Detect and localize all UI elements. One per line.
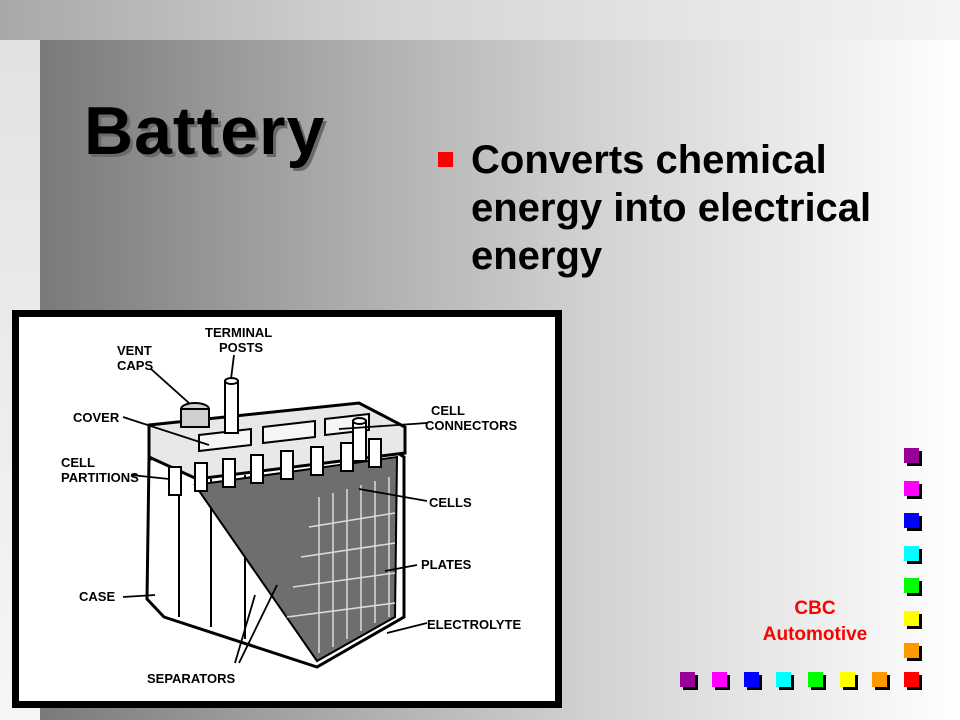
- brand-logo: CBC Automotive: [740, 596, 890, 648]
- decor-square: [776, 672, 791, 687]
- brand-line1: CBC: [794, 598, 836, 619]
- bullet-list: Converts chemical energy into electrical…: [438, 136, 918, 280]
- label-partitions-line2: PARTITIONS: [61, 470, 139, 485]
- label-vent-line2: CAPS: [117, 358, 153, 373]
- decor-square: [840, 672, 855, 687]
- leader-lines: [122, 354, 428, 664]
- label-case: CASE: [79, 589, 115, 604]
- bullet-text: Converts chemical energy into electrical…: [471, 138, 872, 278]
- label-cells: CELLS: [429, 495, 472, 510]
- label-vent-line1: VENT: [117, 343, 152, 358]
- decor-square: [744, 672, 759, 687]
- label-separators: SEPARATORS: [147, 671, 235, 686]
- label-electrolyte: ELECTROLYTE: [427, 617, 521, 632]
- label-partitions-line1: CELL: [61, 455, 95, 470]
- battery-diagram: TERMINAL POSTS VENT CAPS COVER CELL PART…: [12, 310, 562, 708]
- decor-square: [904, 545, 919, 561]
- terminal-post-shape: [224, 380, 239, 434]
- decor-square: [904, 610, 919, 626]
- battery-illustration: TERMINAL POSTS VENT CAPS COVER CELL PART…: [61, 325, 521, 686]
- label-plates: PLATES: [421, 557, 472, 572]
- decor-square: [904, 578, 919, 593]
- decor-square: [904, 513, 919, 528]
- battery-diagram-canvas: TERMINAL POSTS VENT CAPS COVER CELL PART…: [19, 317, 555, 701]
- label-connectors-line1: CELL: [431, 403, 465, 418]
- square-bullet-icon: [438, 152, 453, 167]
- decor-square: [904, 448, 919, 463]
- decor-square: [712, 672, 727, 687]
- decor-square: [808, 672, 823, 687]
- decor-square: [904, 480, 919, 496]
- decor-square: [872, 672, 887, 687]
- label-terminal-line2: POSTS: [219, 340, 263, 355]
- label-connectors-line2: CONNECTORS: [425, 418, 518, 433]
- top-band: [0, 0, 960, 40]
- label-terminal-line1: TERMINAL: [205, 325, 272, 340]
- bullet-item: Converts chemical energy into electrical…: [438, 136, 918, 280]
- decor-square: [904, 672, 919, 687]
- label-cover: COVER: [73, 410, 120, 425]
- slide-title: Battery: [84, 93, 326, 169]
- decor-square: [680, 672, 695, 687]
- decor-square: [904, 643, 919, 658]
- brand-line2: Automotive: [762, 624, 868, 645]
